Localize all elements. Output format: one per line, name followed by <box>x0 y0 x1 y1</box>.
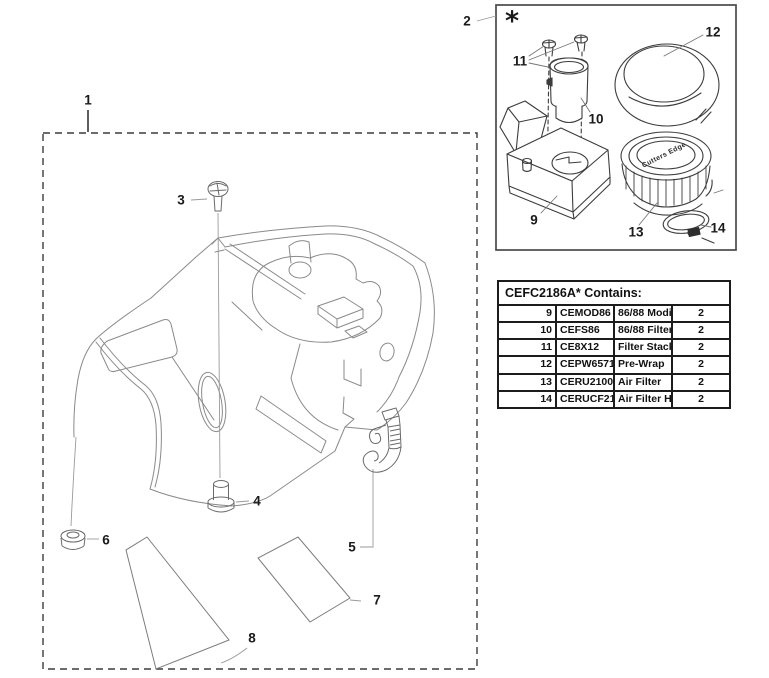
qty-cell: 2 <box>671 372 731 392</box>
desc-cell: 86/88 Modified Cover <box>613 303 673 324</box>
qty-cell: 2 <box>671 303 731 324</box>
callout-8: 8 <box>248 630 256 646</box>
inset-kit-drawing: Cutters Edge <box>499 34 724 244</box>
desc-cell: Pre-Wrap <box>613 355 673 375</box>
callout-7: 7 <box>373 592 381 608</box>
part-cell: CE8X12 <box>555 338 615 358</box>
desc-cell: 86/88 Filter Stack <box>613 321 673 341</box>
callout-3: 3 <box>177 192 185 208</box>
screw-3-drawing <box>207 181 229 212</box>
decal-8-shape <box>125 536 230 670</box>
ref-cell: 13 <box>497 372 557 392</box>
main-assembly-box <box>42 110 478 670</box>
modified-cover-drawing <box>499 100 611 220</box>
callout-10: 10 <box>588 111 604 127</box>
contains-table: CEFC2186A* Contains: 9 CEMOD86 86/88 Mod… <box>497 280 731 409</box>
table-row: 13 CERU2100 Air Filter 2 <box>497 372 731 392</box>
ref-cell: 11 <box>497 338 557 358</box>
part-cell: CEPW6571 <box>555 355 615 375</box>
filter-stack-screws-drawing <box>541 34 589 57</box>
table-row: 12 CEPW6571 Pre-Wrap 2 <box>497 355 731 375</box>
desc-cell: Filter Stack Screw <box>613 338 673 358</box>
table-row: 10 CEFS86 86/88 Filter Stack 2 <box>497 321 731 341</box>
table-row: 11 CE8X12 Filter Stack Screw 2 <box>497 338 731 358</box>
qty-cell: 2 <box>671 389 731 409</box>
kit-asterisk: * <box>505 6 520 37</box>
part-cell: CEFS86 <box>555 321 615 341</box>
ref-cell: 10 <box>497 321 557 341</box>
qty-cell: 2 <box>671 355 731 375</box>
latch-5-drawing <box>362 407 402 473</box>
decal-7-shape <box>257 536 351 623</box>
ref-cell: 12 <box>497 355 557 375</box>
callout-5: 5 <box>348 539 356 555</box>
pre-wrap-ring-drawing <box>614 43 720 127</box>
desc-cell: Air Filter Hold Clamp <box>613 389 673 409</box>
callout-2: 2 <box>463 13 471 29</box>
desc-cell: Air Filter <box>613 372 673 392</box>
table-row: 9 CEMOD86 86/88 Modified Cover 2 <box>497 303 731 324</box>
ref-cell: 14 <box>497 389 557 409</box>
inset-kit-box <box>476 4 737 251</box>
qty-cell: 2 <box>671 321 731 341</box>
table-header-row: CEFC2186A* Contains: <box>497 280 731 306</box>
table-title: CEFC2186A* Contains: <box>497 280 731 306</box>
leader-lines-main <box>70 198 374 664</box>
part-cell: CERUCF2100 <box>555 389 615 409</box>
callout-12: 12 <box>705 24 721 40</box>
qty-cell: 2 <box>671 338 731 358</box>
callout-14: 14 <box>710 220 726 236</box>
callout-4: 4 <box>253 493 261 509</box>
callout-1: 1 <box>84 92 92 108</box>
ref-cell: 9 <box>497 303 557 324</box>
grommet-6-drawing <box>60 529 86 550</box>
callout-13: 13 <box>628 224 644 240</box>
top-cover-drawing <box>73 225 435 507</box>
callout-11: 11 <box>512 53 528 69</box>
bushing-4-drawing <box>207 480 235 513</box>
callout-9: 9 <box>530 212 538 228</box>
hose-clamp-drawing <box>662 210 715 244</box>
part-cell: CEMOD86 <box>555 303 615 324</box>
callout-6: 6 <box>102 532 110 548</box>
part-cell: CERU2100 <box>555 372 615 392</box>
air-filter-drawing: Cutters Edge <box>620 131 713 216</box>
filter-stack-drawing <box>546 57 589 124</box>
table-row: 14 CERUCF2100 Air Filter Hold Clamp 2 <box>497 389 731 409</box>
